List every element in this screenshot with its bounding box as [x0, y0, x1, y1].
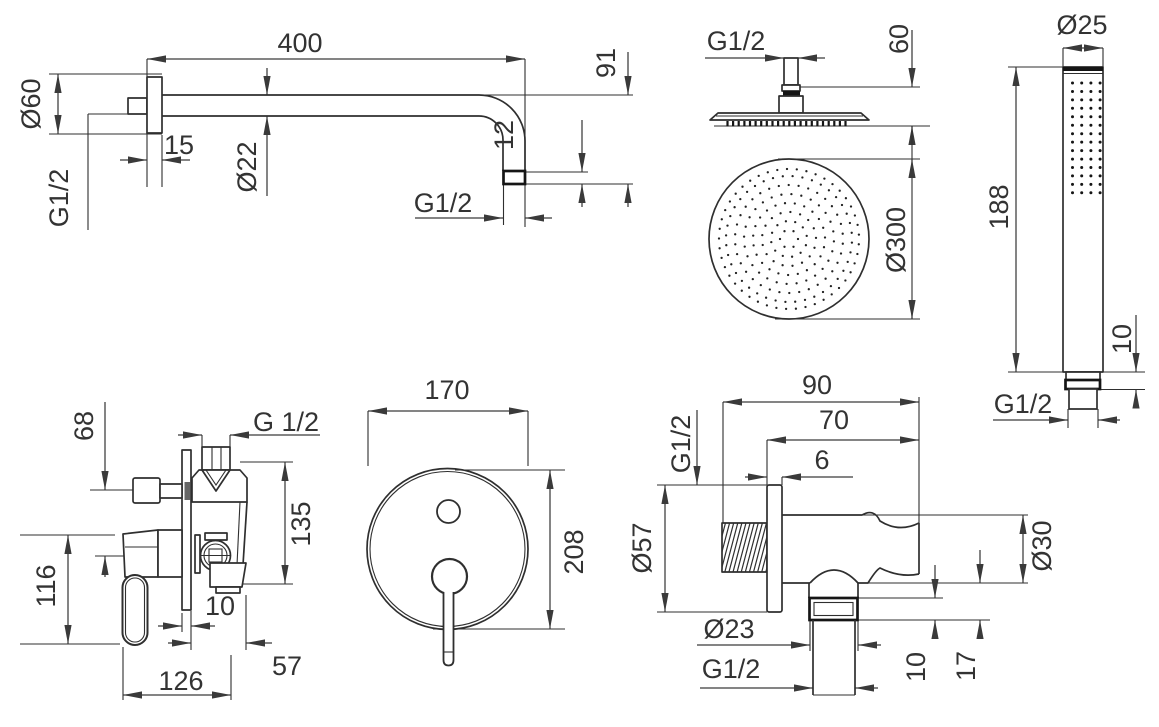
hand-shower-thread: [1068, 388, 1098, 410]
dim-outlet-flange-diameter: Ø57: [627, 522, 657, 573]
dim-arm-flange-diameter: Ø60: [16, 78, 46, 129]
head-face: [708, 158, 870, 320]
outlet-wall-thread-hatch: [722, 523, 767, 572]
outlet-spout-collar: [808, 596, 859, 622]
dim-head-thread: G1/2: [707, 26, 766, 56]
mixer-lower-step: [215, 586, 241, 594]
dim-outlet-spout-collar-height: 10: [901, 652, 931, 682]
dim-head-stem-height: 60: [884, 24, 914, 54]
outlet-body-bottom: [782, 567, 920, 584]
dim-mixer-body-depth: 57: [272, 651, 302, 681]
mixer-port-boss: [204, 532, 228, 541]
dim-plate-width: 170: [424, 375, 469, 405]
dim-arm-length: 400: [277, 28, 322, 58]
dim-outlet-holder-depth: 70: [819, 405, 849, 435]
hand-shower-collar: [1064, 378, 1102, 391]
dim-mixer-knob-offset: 68: [69, 411, 99, 441]
dim-mixer-top-thread: G 1/2: [253, 407, 319, 437]
plate-lever: [442, 592, 455, 667]
dim-head-diameter: Ø300: [881, 207, 911, 273]
diagram-mixer-plate: 170 208: [366, 375, 589, 667]
arm-pipe-inner: [162, 115, 504, 171]
diagram-mixer-valve: 68 G 1/2 135 116 10 57 126: [20, 402, 320, 700]
dim-arm-pipe-diameter: Ø22: [232, 141, 262, 192]
diagram-shower-arm: 400 Ø60 G1/2 15 Ø22 12 91 G1/2: [16, 28, 633, 230]
dim-hand-thread: G1/2: [994, 389, 1053, 419]
dim-arm-wall-thread: G1/2: [44, 169, 74, 228]
mixer-side-flange: [194, 534, 201, 574]
dim-hand-collar-height: 10: [1107, 324, 1137, 354]
dim-arm-outlet-thread: G1/2: [414, 188, 473, 218]
outlet-body-top: [782, 511, 920, 529]
dim-mixer-plate-thickness: 10: [205, 591, 235, 621]
dim-outlet-total-depth: 90: [802, 370, 832, 400]
dim-outlet-spout-thread: G1/2: [702, 654, 761, 684]
mixer-plate-thread-section: [184, 482, 191, 500]
dim-outlet-wall-thread: G1/2: [666, 415, 696, 474]
arm-outlet-thread: [502, 169, 527, 186]
plate-handle-hub: [430, 557, 469, 596]
dim-outlet-spout-height: 17: [951, 651, 981, 681]
head-stem: [783, 57, 799, 86]
dim-outlet-spout-diameter: Ø23: [703, 614, 754, 644]
dim-arm-collar-height: 12: [489, 120, 519, 150]
hand-shower-body: [1062, 66, 1104, 373]
mixer-lower-body: [209, 562, 247, 588]
mixer-diverter-knob: [132, 477, 161, 504]
diagram-wall-outlet: 90 70 6 G1/2 Ø57 Ø30 10 17 Ø23 G1/2: [627, 370, 1057, 696]
mixer-handle-base: [157, 529, 183, 578]
mixer-knob-stem: [159, 483, 183, 499]
mixer-top-pipe: [201, 446, 231, 471]
head-nozzles: [726, 121, 847, 127]
plate-diverter-button: [436, 499, 461, 524]
head-stem-nut: [781, 84, 801, 92]
dim-mixer-total-depth: 126: [158, 666, 203, 696]
dim-mixer-body-height: 135: [286, 501, 316, 546]
head-stem-collar: [783, 91, 800, 96]
mixer-handle-hub: [122, 529, 159, 578]
head-hub: [778, 95, 804, 114]
diagram-overhead-shower: G1/2 60 Ø300: [705, 24, 930, 320]
dim-hand-diameter: Ø25: [1056, 10, 1107, 40]
hand-shower-cap: [1063, 67, 1103, 71]
dim-outlet-plate-thickness: 6: [814, 445, 829, 475]
dim-arm-flange-depth: 15: [164, 130, 194, 160]
outlet-spout-dome: [809, 569, 859, 584]
hand-shower-spray-holes: [1071, 81, 1102, 195]
diagram-hand-shower: Ø25 188 10 G1/2: [984, 10, 1145, 428]
arm-wall-stub: [127, 97, 148, 115]
dim-hand-length: 188: [984, 184, 1014, 229]
arm-pipe-outer: [162, 94, 526, 171]
outlet-flange: [766, 484, 783, 613]
dim-arm-outlet-drop: 91: [591, 48, 621, 78]
dim-outlet-holder-diameter: Ø30: [1027, 520, 1057, 571]
dim-mixer-handle-height: 116: [31, 564, 61, 607]
head-spray-holes: [717, 167, 861, 311]
mixer-mounting-plate: [181, 449, 192, 611]
dim-plate-height: 208: [559, 529, 589, 574]
arm-wall-flange: [146, 76, 163, 134]
mixer-lever: [121, 574, 149, 646]
